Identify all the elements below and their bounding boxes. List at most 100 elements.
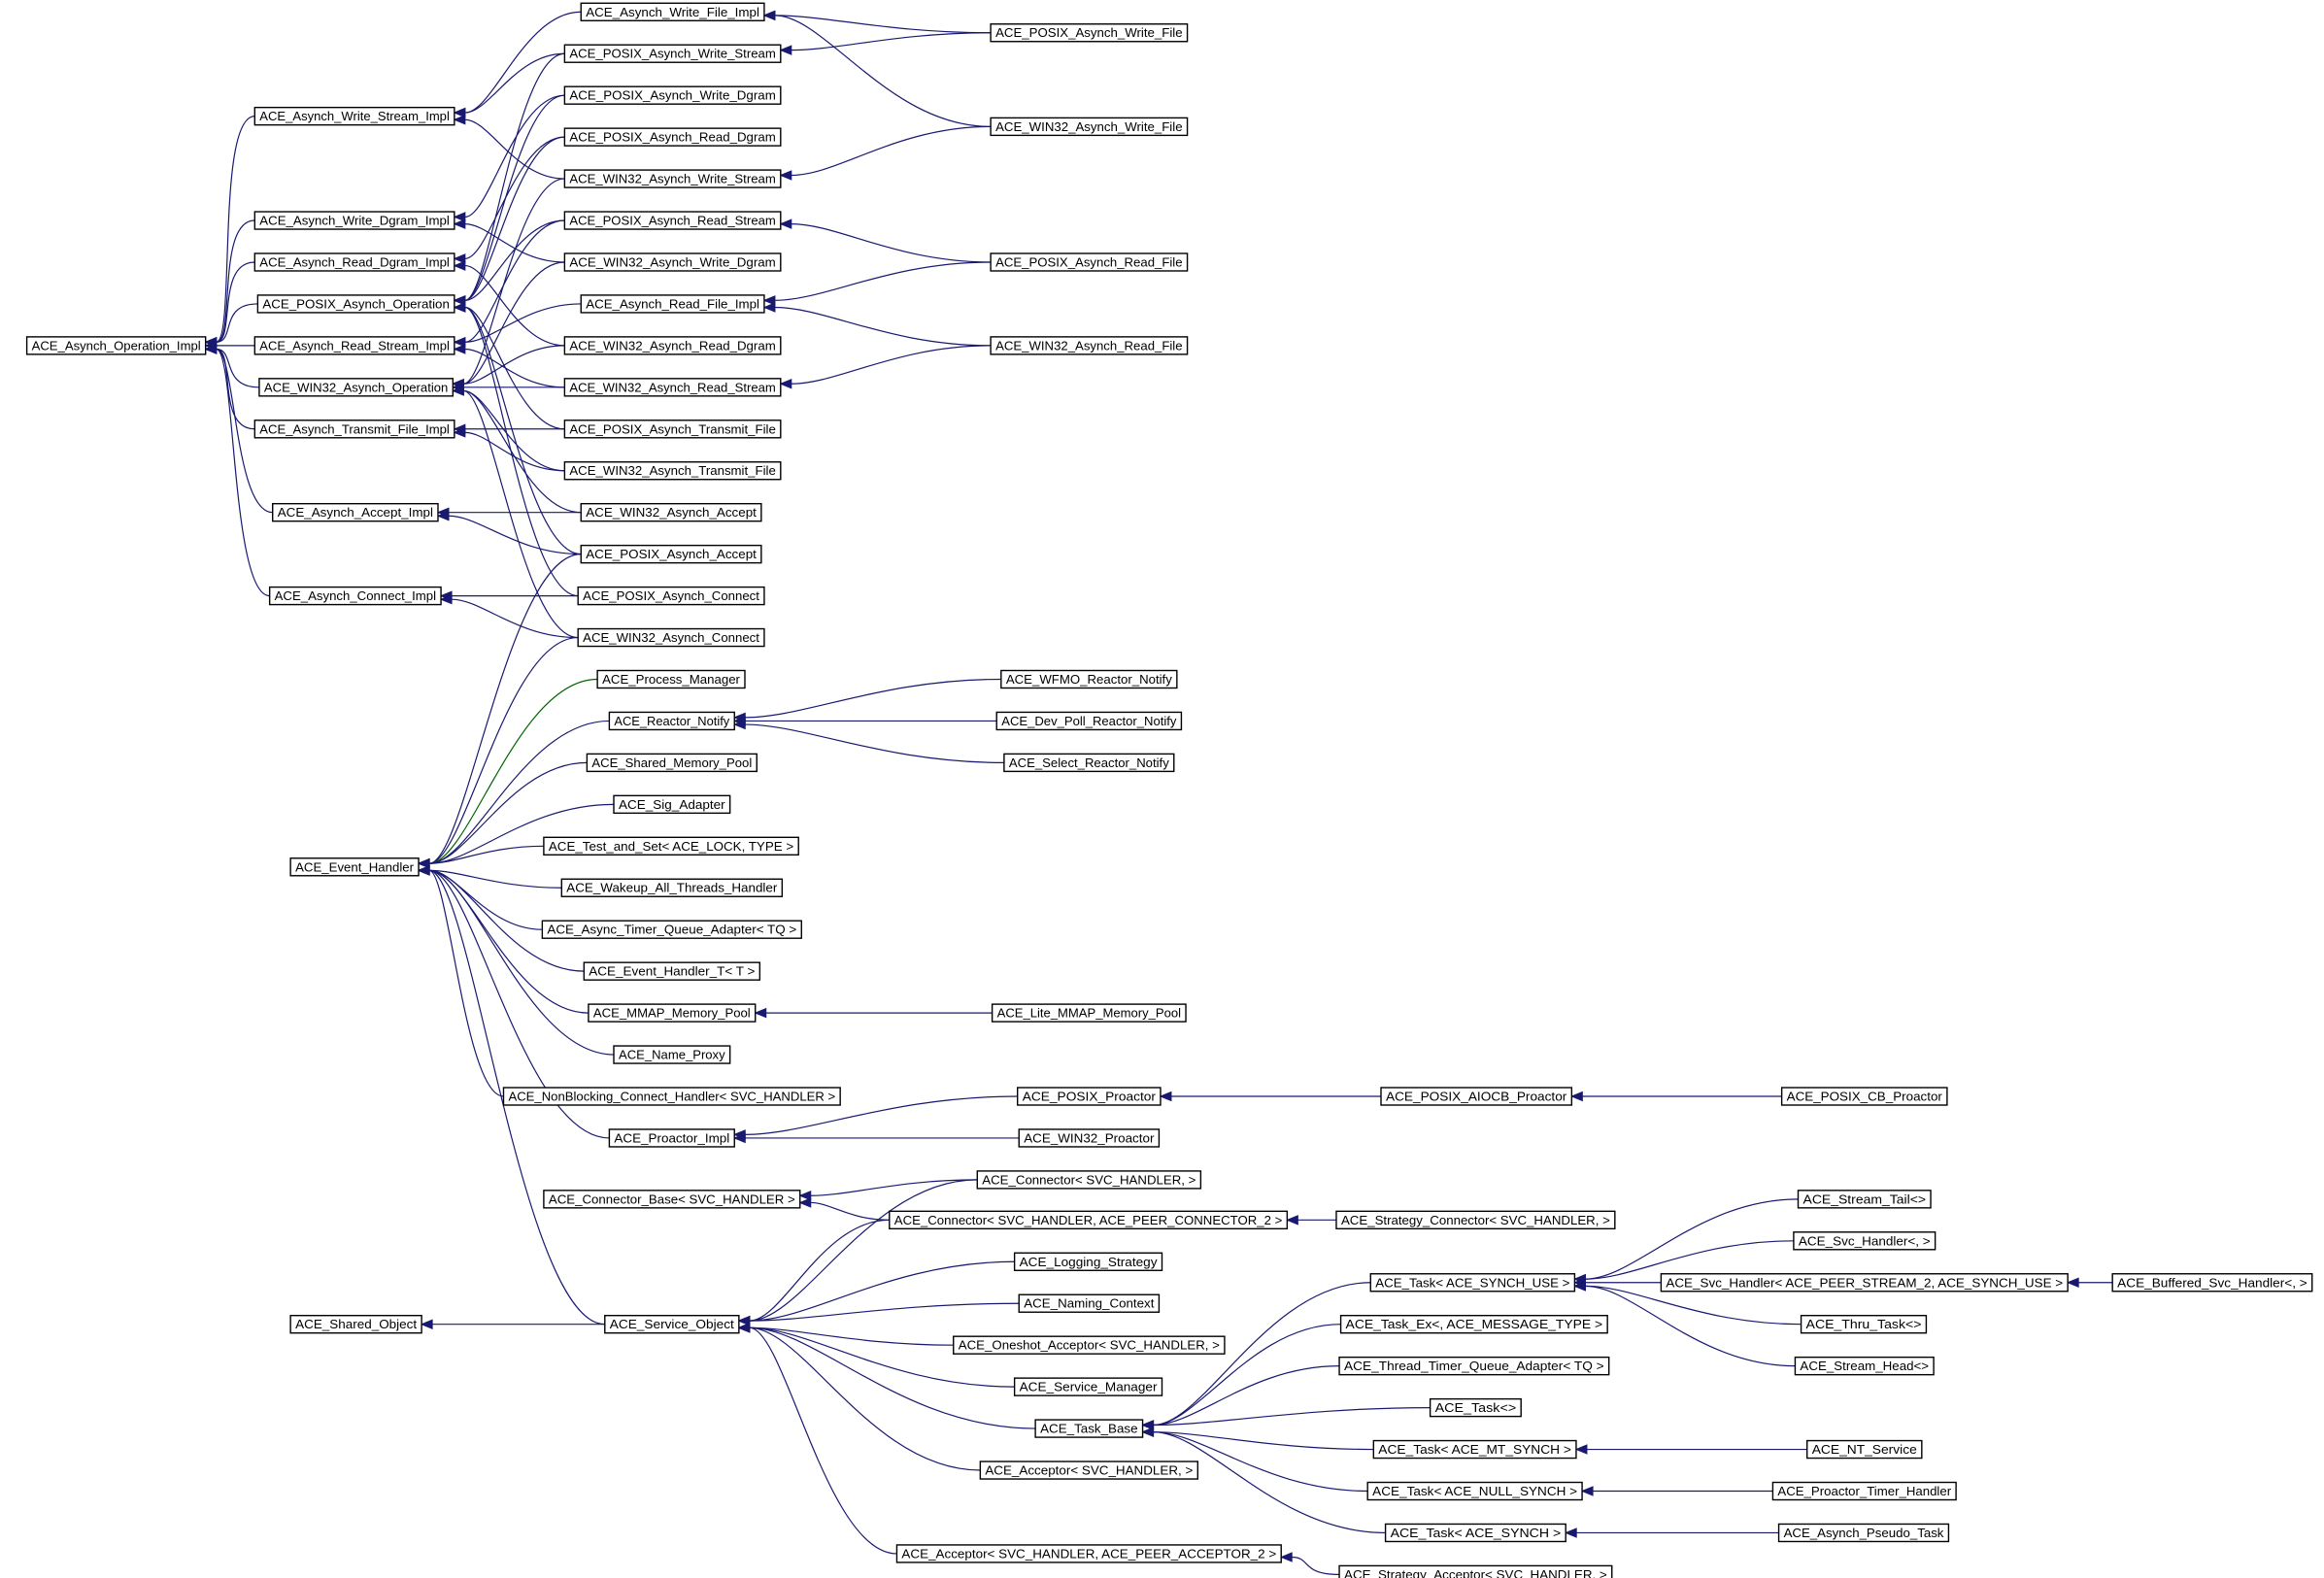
class-box[interactable] bbox=[1335, 1210, 1616, 1230]
class-box[interactable] bbox=[253, 420, 455, 439]
class-label[interactable]: ACE_Asynch_Connect_Impl bbox=[275, 588, 437, 603]
class-label[interactable]: ACE_Strategy_Connector< SVC_HANDLER, > bbox=[1341, 1213, 1610, 1227]
class-label[interactable]: ACE_Service_Object bbox=[610, 1317, 734, 1331]
class-node-con2[interactable]: ACE_Connector< SVC_HANDLER, ACE_PEER_CON… bbox=[889, 1210, 1289, 1230]
class-label[interactable]: ACE_Naming_Context bbox=[1024, 1296, 1155, 1311]
class-label[interactable]: ACE_Name_Proxy bbox=[619, 1048, 725, 1062]
class-node-stail[interactable]: ACE_Stream_Tail<> bbox=[1797, 1190, 1932, 1209]
class-box[interactable] bbox=[563, 85, 782, 105]
class-box[interactable] bbox=[253, 336, 455, 355]
class-node-aoi[interactable]: ACE_Asynch_Operation_Impl bbox=[25, 336, 207, 355]
class-label[interactable]: ACE_POSIX_Asynch_Accept bbox=[586, 547, 757, 561]
class-box[interactable] bbox=[596, 669, 746, 689]
class-box[interactable] bbox=[268, 586, 442, 606]
class-label[interactable]: ACE_Thread_Timer_Queue_Adapter< TQ > bbox=[1344, 1359, 1604, 1373]
class-node-shead[interactable]: ACE_Stream_Head<> bbox=[1794, 1356, 1935, 1376]
class-box[interactable] bbox=[895, 1544, 1282, 1563]
class-label[interactable]: ACE_MMAP_Memory_Pool bbox=[593, 1006, 751, 1021]
class-label[interactable]: ACE_Acceptor< SVC_HANDLER, ACE_PEER_ACCE… bbox=[901, 1546, 1276, 1561]
class-box[interactable] bbox=[976, 1170, 1202, 1190]
class-node-con1[interactable]: ACE_Connector< SVC_HANDLER, > bbox=[976, 1170, 1202, 1190]
class-box[interactable] bbox=[608, 711, 735, 731]
class-label[interactable]: ACE_Task< ACE_SYNCH > bbox=[1391, 1526, 1562, 1540]
class-node-pth[interactable]: ACE_Proactor_Timer_Handler bbox=[1771, 1481, 1957, 1501]
class-node-bsh[interactable]: ACE_Buffered_Svc_Handler<, > bbox=[2111, 1273, 2313, 1293]
class-node-tb[interactable]: ACE_Task_Base bbox=[1034, 1419, 1144, 1438]
class-node-tas[interactable]: ACE_Test_and_Set< ACE_LOCK, TYPE > bbox=[543, 836, 799, 856]
class-label[interactable]: ACE_WIN32_Asynch_Read_Dgram bbox=[569, 338, 775, 353]
class-node-tsu[interactable]: ACE_Task< ACE_SYNCH_USE > bbox=[1369, 1273, 1576, 1293]
class-box[interactable] bbox=[1338, 1356, 1610, 1376]
class-box[interactable] bbox=[543, 1190, 801, 1209]
class-box[interactable] bbox=[563, 461, 782, 481]
class-box[interactable] bbox=[604, 1315, 740, 1334]
class-label[interactable]: ACE_Stream_Tail<> bbox=[1803, 1192, 1927, 1206]
class-box[interactable] bbox=[253, 252, 455, 272]
class-node-ward[interactable]: ACE_WIN32_Asynch_Read_Dgram bbox=[563, 336, 782, 355]
class-label[interactable]: ACE_Task_Ex<, ACE_MESSAGE_TYPE > bbox=[1346, 1317, 1603, 1331]
class-node-tmt[interactable]: ACE_Task< ACE_MT_SYNCH > bbox=[1372, 1439, 1577, 1460]
class-node-wars[interactable]: ACE_WIN32_Asynch_Read_Stream bbox=[563, 378, 782, 397]
class-box[interactable] bbox=[990, 23, 1189, 43]
class-label[interactable]: ACE_Task< ACE_NULL_SYNCH > bbox=[1372, 1484, 1577, 1498]
class-node-watf[interactable]: ACE_WIN32_Asynch_Transmit_File bbox=[563, 461, 782, 481]
class-node-so[interactable]: ACE_Service_Object bbox=[604, 1315, 740, 1334]
class-label[interactable]: ACE_Async_Timer_Queue_Adapter< TQ > bbox=[547, 923, 796, 937]
class-node-ls[interactable]: ACE_Logging_Strategy bbox=[1013, 1252, 1163, 1271]
class-label[interactable]: ACE_NonBlocking_Connect_Handler< SVC_HAN… bbox=[508, 1090, 835, 1104]
class-box[interactable] bbox=[990, 117, 1189, 137]
class-label[interactable]: ACE_Task< ACE_SYNCH_USE > bbox=[1375, 1275, 1569, 1290]
class-label[interactable]: ACE_WIN32_Asynch_Transmit_File bbox=[569, 463, 775, 478]
class-node-sig[interactable]: ACE_Sig_Adapter bbox=[613, 794, 731, 815]
class-box[interactable] bbox=[563, 252, 782, 272]
class-box[interactable] bbox=[1793, 1231, 1937, 1251]
class-node-waa[interactable]: ACE_WIN32_Asynch_Accept bbox=[580, 502, 762, 522]
class-label[interactable]: ACE_Task< ACE_MT_SYNCH > bbox=[1378, 1442, 1571, 1457]
class-box[interactable] bbox=[563, 127, 782, 147]
class-box[interactable] bbox=[563, 169, 782, 188]
class-label[interactable]: ACE_POSIX_Asynch_Write_Stream bbox=[569, 47, 775, 61]
class-box[interactable] bbox=[1338, 1564, 1613, 1578]
class-box[interactable] bbox=[25, 336, 207, 355]
class-label[interactable]: ACE_Asynch_Write_Dgram_Impl bbox=[259, 214, 450, 228]
class-box[interactable] bbox=[563, 420, 782, 439]
class-label[interactable]: ACE_Sig_Adapter bbox=[619, 797, 725, 812]
class-box[interactable] bbox=[580, 544, 762, 564]
class-box[interactable] bbox=[1018, 1128, 1161, 1148]
class-label[interactable]: ACE_WFMO_Reactor_Notify bbox=[1006, 672, 1173, 687]
class-node-wath[interactable]: ACE_Wakeup_All_Threads_Handler bbox=[560, 878, 784, 897]
class-label[interactable]: ACE_POSIX_Asynch_Write_Dgram bbox=[569, 88, 775, 103]
class-box[interactable] bbox=[253, 106, 455, 126]
class-box[interactable] bbox=[580, 2, 765, 21]
class-label[interactable]: ACE_WIN32_Proactor bbox=[1024, 1130, 1155, 1145]
class-node-apt[interactable]: ACE_Asynch_Pseudo_Task bbox=[1777, 1523, 1950, 1543]
class-node-thru[interactable]: ACE_Thru_Task<> bbox=[1800, 1315, 1928, 1334]
class-node-wac[interactable]: ACE_WIN32_Asynch_Connect bbox=[577, 627, 765, 648]
class-box[interactable] bbox=[543, 836, 799, 856]
class-node-rdi[interactable]: ACE_Asynch_Read_Dgram_Impl bbox=[253, 252, 455, 272]
class-node-acc2[interactable]: ACE_Acceptor< SVC_HANDLER, ACE_PEER_ACCE… bbox=[895, 1544, 1282, 1563]
class-node-pp[interactable]: ACE_POSIX_Proactor bbox=[1017, 1087, 1162, 1106]
class-label[interactable]: ACE_POSIX_Asynch_Read_File bbox=[995, 254, 1182, 269]
class-node-wdi[interactable]: ACE_Asynch_Write_Dgram_Impl bbox=[253, 211, 455, 230]
class-label[interactable]: ACE_POSIX_Asynch_Read_Dgram bbox=[569, 130, 775, 145]
class-label[interactable]: ACE_NT_Service bbox=[1812, 1442, 1917, 1457]
class-label[interactable]: ACE_Shared_Object bbox=[295, 1317, 417, 1331]
class-box[interactable] bbox=[1369, 1273, 1576, 1293]
class-node-mmap[interactable]: ACE_MMAP_Memory_Pool bbox=[588, 1003, 757, 1023]
class-label[interactable]: ACE_POSIX_Asynch_Connect bbox=[583, 588, 759, 603]
class-box[interactable] bbox=[1366, 1481, 1583, 1501]
class-label[interactable]: ACE_WIN32_Asynch_Write_File bbox=[995, 119, 1182, 134]
class-box[interactable] bbox=[1034, 1419, 1144, 1438]
class-box[interactable] bbox=[588, 1003, 757, 1023]
class-node-srn[interactable]: ACE_Select_Reactor_Notify bbox=[1003, 753, 1175, 773]
class-box[interactable] bbox=[577, 586, 765, 606]
class-box[interactable] bbox=[586, 753, 758, 773]
class-label[interactable]: ACE_Asynch_Accept_Impl bbox=[278, 505, 433, 520]
class-node-sm[interactable]: ACE_Service_Manager bbox=[1013, 1377, 1163, 1396]
class-box[interactable] bbox=[1013, 1377, 1163, 1396]
class-box[interactable] bbox=[253, 211, 455, 230]
class-box[interactable] bbox=[583, 961, 761, 981]
class-box[interactable] bbox=[541, 920, 802, 939]
class-box[interactable] bbox=[577, 627, 765, 648]
